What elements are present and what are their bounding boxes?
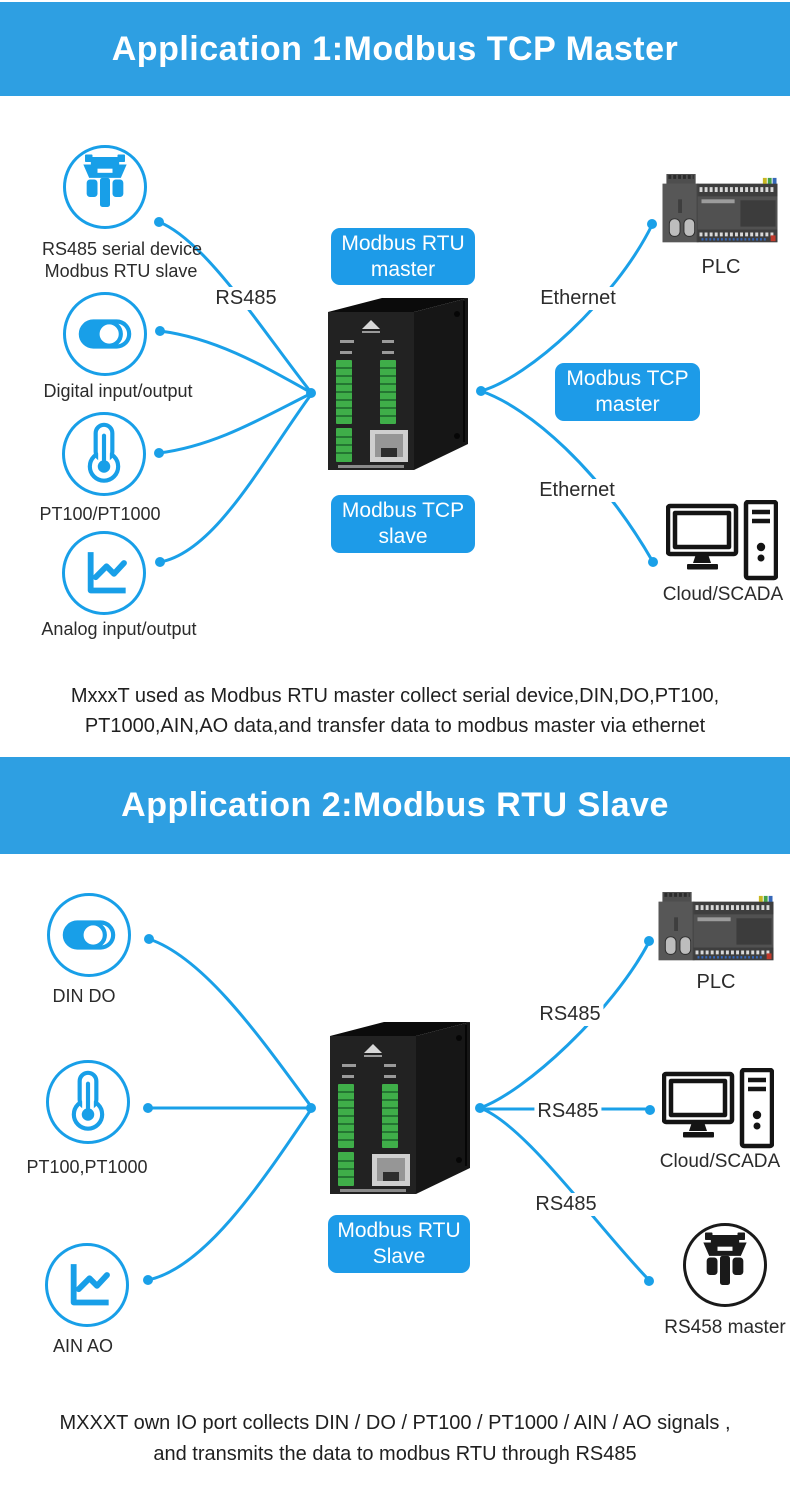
line-analog-to-device	[159, 395, 312, 564]
thermometer-icon	[53, 1067, 123, 1137]
app1-header-title: Application 1:Modbus TCP Master	[111, 29, 679, 68]
plc-device-image	[662, 174, 778, 250]
ainao-icon	[45, 1243, 129, 1327]
modbus-rtu-master-line2: master	[370, 257, 436, 281]
io-module-device-image-2	[320, 1022, 480, 1199]
app2-header-title: Application 2:Modbus RTU Slave	[121, 786, 669, 824]
analog-io-label: Analog input/output	[41, 619, 197, 639]
rs485-serial-device-icon	[63, 145, 147, 229]
ethernet-top-label: Ethernet	[537, 287, 619, 310]
serial-connector-icon	[70, 152, 140, 222]
line-device-to-plc	[480, 224, 654, 393]
rs485-link-label: RS485	[212, 287, 280, 310]
digital-io-icon	[63, 292, 147, 376]
modbus-tcp-slave-box: Modbus TCP slave	[331, 495, 475, 553]
ethernet-bottom-label: Ethernet	[536, 479, 618, 502]
modbus-rtu-slave-line2: Slave	[372, 1245, 426, 1268]
ainao-label: AIN AO	[52, 1336, 114, 1356]
rs458-master-icon	[683, 1223, 767, 1307]
plc-device-image-2	[658, 892, 774, 968]
rs458-master-label: RS458 master	[664, 1317, 786, 1338]
thermometer-icon	[69, 419, 139, 489]
line-device2-to-rs458	[479, 1106, 651, 1282]
line-chart-icon	[69, 538, 139, 608]
line-device-to-scada	[480, 389, 655, 563]
app1-header-banner: Application 1:Modbus TCP Master	[0, 2, 790, 96]
toggle-switch-icon	[70, 299, 140, 369]
line-endpoint-dots	[143, 217, 658, 1286]
pt100-label: PT100/PT1000	[39, 504, 161, 524]
scada-computer-icon-2	[662, 1068, 774, 1150]
modbus-rtu-slave-box: Modbus RTU Slave	[328, 1215, 470, 1273]
plc-label: PLC	[701, 256, 741, 278]
app1-caption-line1: MxxxT used as Modbus RTU master collect …	[70, 685, 720, 707]
modbus-rtu-slave-line1: Modbus RTU	[337, 1219, 461, 1242]
dindo-icon	[47, 893, 131, 977]
serial-device-label-line1: RS485 serial device	[41, 239, 203, 259]
serial-device-label-line2: Modbus RTU slave	[44, 261, 198, 281]
scada-computer-icon	[666, 500, 778, 582]
rs485-mid-label: RS485	[534, 1100, 602, 1123]
modbus-rtu-master-line1: Modbus RTU	[341, 231, 465, 255]
rs485-bottom-label: RS485	[532, 1193, 600, 1216]
line-pt-to-device	[158, 392, 311, 455]
app2-caption: MXXXT own IO port collects DIN / DO / PT…	[0, 1408, 790, 1470]
line-ainao-to-device2	[147, 1110, 312, 1282]
modbus-rtu-master-box: Modbus RTU master	[331, 228, 475, 285]
line-device2-to-plc2	[479, 941, 651, 1110]
analog-io-icon	[62, 531, 146, 615]
app2-header-banner: Application 2:Modbus RTU Slave	[0, 757, 790, 854]
scada-label-2: Cloud/SCADA	[659, 1151, 781, 1172]
pt100-icon	[62, 412, 146, 496]
pt100-icon-2	[46, 1060, 130, 1144]
dindo-label: DIN DO	[52, 986, 116, 1006]
pt100-label-2: PT100,PT1000	[26, 1157, 148, 1177]
modbus-tcp-master-line2: master	[595, 393, 660, 416]
modbus-tcp-master-box: Modbus TCP master	[555, 363, 700, 421]
digital-io-label: Digital input/output	[43, 381, 193, 401]
app2-caption-line2: and transmits the data to modbus RTU thr…	[153, 1443, 637, 1465]
modbus-tcp-master-line1: Modbus TCP	[566, 367, 689, 390]
plc-label-2: PLC	[696, 971, 736, 993]
line-chart-icon	[52, 1250, 122, 1320]
serial-connector-icon	[690, 1230, 760, 1300]
rs485-top-label: RS485	[536, 1003, 604, 1026]
line-digital-to-device	[159, 329, 311, 394]
io-module-device-image	[318, 298, 478, 475]
app2-caption-line1: MXXXT own IO port collects DIN / DO / PT…	[59, 1412, 731, 1434]
modbus-tcp-slave-line2: slave	[378, 525, 428, 548]
modbus-tcp-slave-line1: Modbus TCP	[341, 499, 465, 522]
app1-caption: MxxxT used as Modbus RTU master collect …	[0, 681, 790, 741]
app1-caption-line2: PT1000,AIN,AO data,and transfer data to …	[84, 715, 706, 737]
line-dindo-to-device2	[148, 937, 312, 1106]
scada-label: Cloud/SCADA	[662, 584, 784, 605]
toggle-switch-icon	[54, 900, 124, 970]
